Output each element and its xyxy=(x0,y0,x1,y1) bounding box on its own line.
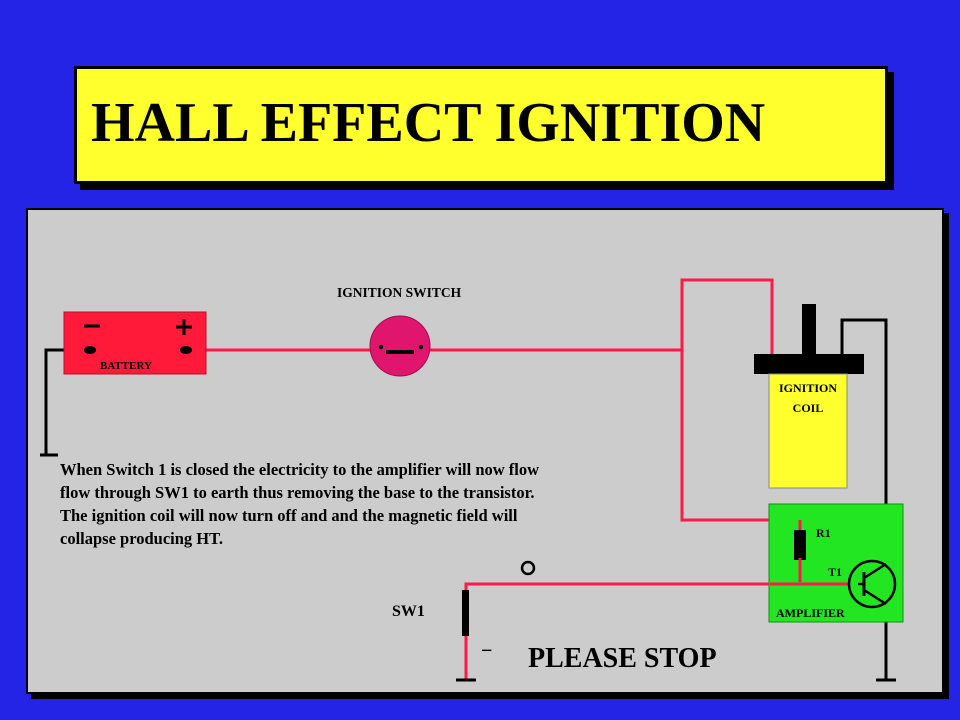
transistor-emitter xyxy=(863,588,887,606)
ignition-switch-label: IGNITION SWITCH xyxy=(337,285,462,300)
description-line-1: When Switch 1 is closed the electricity … xyxy=(60,460,540,479)
sw1-minus: − xyxy=(481,640,492,662)
transistor-collector xyxy=(863,562,887,580)
wire-coil-to-earth xyxy=(840,318,888,680)
wire-amplifier-to-sw1 xyxy=(464,582,866,590)
resistor-r1 xyxy=(794,530,806,560)
battery-negative-terminal xyxy=(84,346,96,354)
ignition-switch-dot-left xyxy=(378,344,384,350)
wire-to-coil xyxy=(680,278,774,356)
battery: BATTERY xyxy=(63,311,207,375)
r1-label: R1 xyxy=(816,526,831,540)
battery-label: BATTERY xyxy=(100,360,152,372)
coil-label-line2: COIL xyxy=(793,401,824,415)
coil-label-line1: IGNITION xyxy=(779,381,837,395)
description-line-3: The ignition coil will now turn off and … xyxy=(60,506,518,525)
transistor-circle xyxy=(847,559,897,609)
ignition-switch-body xyxy=(369,315,431,377)
transistor-t1 xyxy=(847,559,897,609)
switch-sw1: SW1 − xyxy=(392,560,536,662)
battery-body xyxy=(63,311,207,375)
title-banner: HALL EFFECT IGNITION xyxy=(74,66,888,184)
description-line-4: collapse producing HT. xyxy=(60,529,224,548)
amplifier-label: AMPLIFIER xyxy=(776,606,845,620)
sw1-terminal-circle xyxy=(520,560,536,576)
battery-positive-terminal xyxy=(180,346,192,354)
sw1-label: SW1 xyxy=(392,603,425,620)
ignition-switch: IGNITION SWITCH xyxy=(337,285,462,377)
coil-cap xyxy=(754,354,864,374)
sw1-contact-bar xyxy=(462,590,469,636)
coil-body xyxy=(768,373,848,489)
description-line-2: flow through SW1 to earth thus removing … xyxy=(60,483,535,502)
page-title: HALL EFFECT IGNITION xyxy=(91,92,766,154)
t1-label: T1 xyxy=(828,565,842,579)
ignition-switch-dot-right xyxy=(418,344,424,350)
please-stop-text: PLEASE STOP xyxy=(528,643,717,674)
coil-ht-terminal xyxy=(802,304,816,354)
ignition-coil: IGNITION COIL xyxy=(754,304,864,489)
description-text: When Switch 1 is closed the electricity … xyxy=(60,458,700,550)
